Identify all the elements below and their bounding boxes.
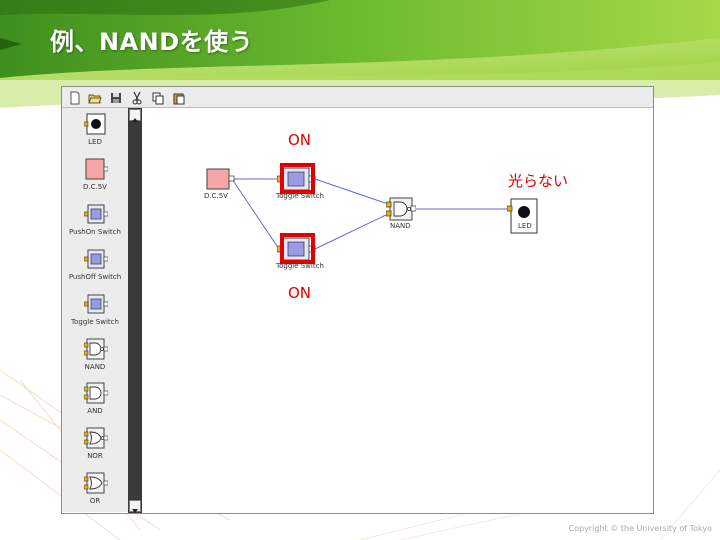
highlight-toggle-2	[280, 233, 315, 264]
component-palette: LED D.C.5V PushOn Switch PushOff Switch …	[62, 108, 129, 512]
palette-label: PushOn Switch	[69, 228, 121, 236]
paste-icon[interactable]	[172, 90, 186, 105]
palette-label: LED	[88, 138, 102, 146]
toggle-switch-2-label: Toggle Switch	[276, 262, 324, 270]
wire-toggle1-to-nand	[314, 178, 389, 205]
palette-item-led[interactable]: LED	[62, 112, 128, 156]
palette-item-and[interactable]: AND	[62, 381, 128, 425]
palette-item-pushoff-switch[interactable]: PushOff Switch	[62, 247, 128, 291]
nand-gate-icon	[84, 338, 108, 360]
scroll-down-arrow[interactable]	[129, 500, 141, 513]
circuit-canvas[interactable]: D.C.5V Toggle Switch Toggle Switch	[142, 108, 653, 513]
led-output[interactable]	[507, 197, 541, 235]
annotation-on-bottom: ON	[288, 284, 312, 302]
palette-item-or[interactable]: OR	[62, 471, 128, 515]
nand-gate[interactable]	[386, 196, 416, 222]
circuit-wires	[231, 178, 508, 250]
or-gate-icon	[84, 472, 108, 494]
palette-item-pushon-switch[interactable]: PushOn Switch	[62, 202, 128, 246]
open-file-icon[interactable]	[88, 90, 102, 104]
wire-dc-to-toggle2	[231, 178, 280, 250]
palette-label: NAND	[84, 363, 106, 371]
new-file-icon[interactable]	[68, 90, 82, 105]
palette-item-dc-5v[interactable]: D.C.5V	[62, 157, 128, 201]
circuit-simulator-window: LED D.C.5V PushOn Switch PushOff Switch …	[61, 86, 654, 514]
save-icon[interactable]	[109, 90, 123, 104]
scroll-up-arrow[interactable]	[129, 109, 141, 122]
toggle-switch-1-label: Toggle Switch	[276, 192, 324, 200]
dc-source-label: D.C.5V	[204, 192, 228, 200]
annotation-on-top: ON	[288, 131, 312, 149]
palette-scrollbar[interactable]	[128, 108, 142, 513]
nor-gate-icon	[84, 427, 108, 449]
palette-label: OR	[89, 497, 101, 505]
cut-icon[interactable]	[130, 90, 144, 105]
wire-toggle2-to-nand	[314, 213, 389, 250]
palette-label: AND	[87, 407, 103, 415]
slide-title: 例、NANDを使う	[50, 28, 254, 56]
toolbar	[62, 87, 653, 108]
palette-label: Toggle Switch	[71, 318, 119, 326]
dc-source-icon	[85, 158, 108, 180]
palette-item-toggle-switch[interactable]: Toggle Switch	[62, 292, 128, 336]
led-icon	[84, 113, 106, 135]
dc-source[interactable]	[205, 167, 235, 191]
pushon-switch-icon	[84, 204, 108, 224]
annotation-led-state: 光らない	[508, 172, 569, 190]
highlight-toggle-1	[280, 163, 315, 194]
palette-label: D.C.5V	[83, 183, 107, 191]
toggle-switch-icon	[84, 294, 108, 314]
nand-gate-label: NAND	[390, 222, 411, 230]
palette-label: NOR	[87, 452, 103, 460]
copyright-text: Copyright © the University of Tokyo	[568, 524, 712, 533]
palette-item-nor[interactable]: NOR	[62, 426, 128, 470]
and-gate-icon	[84, 382, 108, 404]
led-output-label: LED	[518, 222, 532, 230]
palette-label: PushOff Switch	[68, 273, 122, 281]
palette-item-nand[interactable]: NAND	[62, 337, 128, 381]
copy-icon[interactable]	[151, 90, 165, 105]
pushoff-switch-icon	[84, 249, 108, 269]
